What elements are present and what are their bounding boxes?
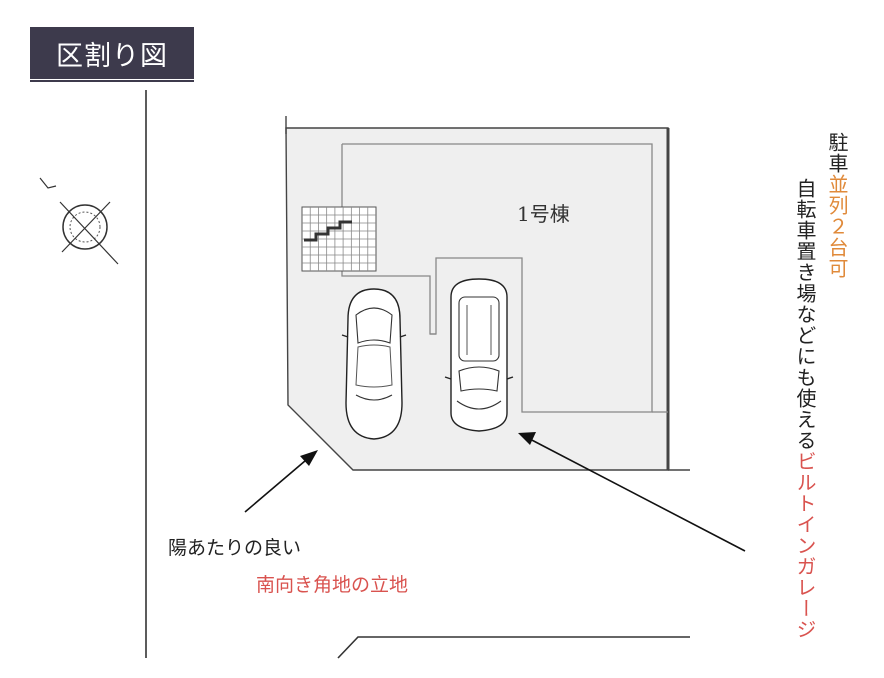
compass-icon xyxy=(39,177,119,265)
garage-note-label: 自転車置き場などにも使える xyxy=(793,178,817,451)
caption-sunny: 陽あたりの良い xyxy=(168,537,302,559)
parking-note: 駐車並列２台可 xyxy=(825,132,849,279)
parking-note-highlight: 並列２台可 xyxy=(825,174,849,279)
page-title: 区割り図 xyxy=(30,27,194,79)
garage-note: 自転車置き場などにも使えるビルトインガレージ xyxy=(793,178,817,640)
garage-note-highlight: ビルトインガレージ xyxy=(793,451,817,640)
stair-grid xyxy=(301,206,377,272)
arrow-icon xyxy=(244,450,318,513)
building-label: 1号棟 xyxy=(517,202,570,226)
arrow-icon xyxy=(518,432,746,552)
caption-corner-lot: 南向き角地の立地 xyxy=(256,574,409,596)
car-icon xyxy=(341,288,407,440)
car-icon xyxy=(444,278,514,432)
title-underline xyxy=(30,80,194,82)
road-edge-line xyxy=(337,636,690,659)
parking-note-label: 駐車 xyxy=(825,132,849,174)
building-footprint xyxy=(341,143,653,413)
